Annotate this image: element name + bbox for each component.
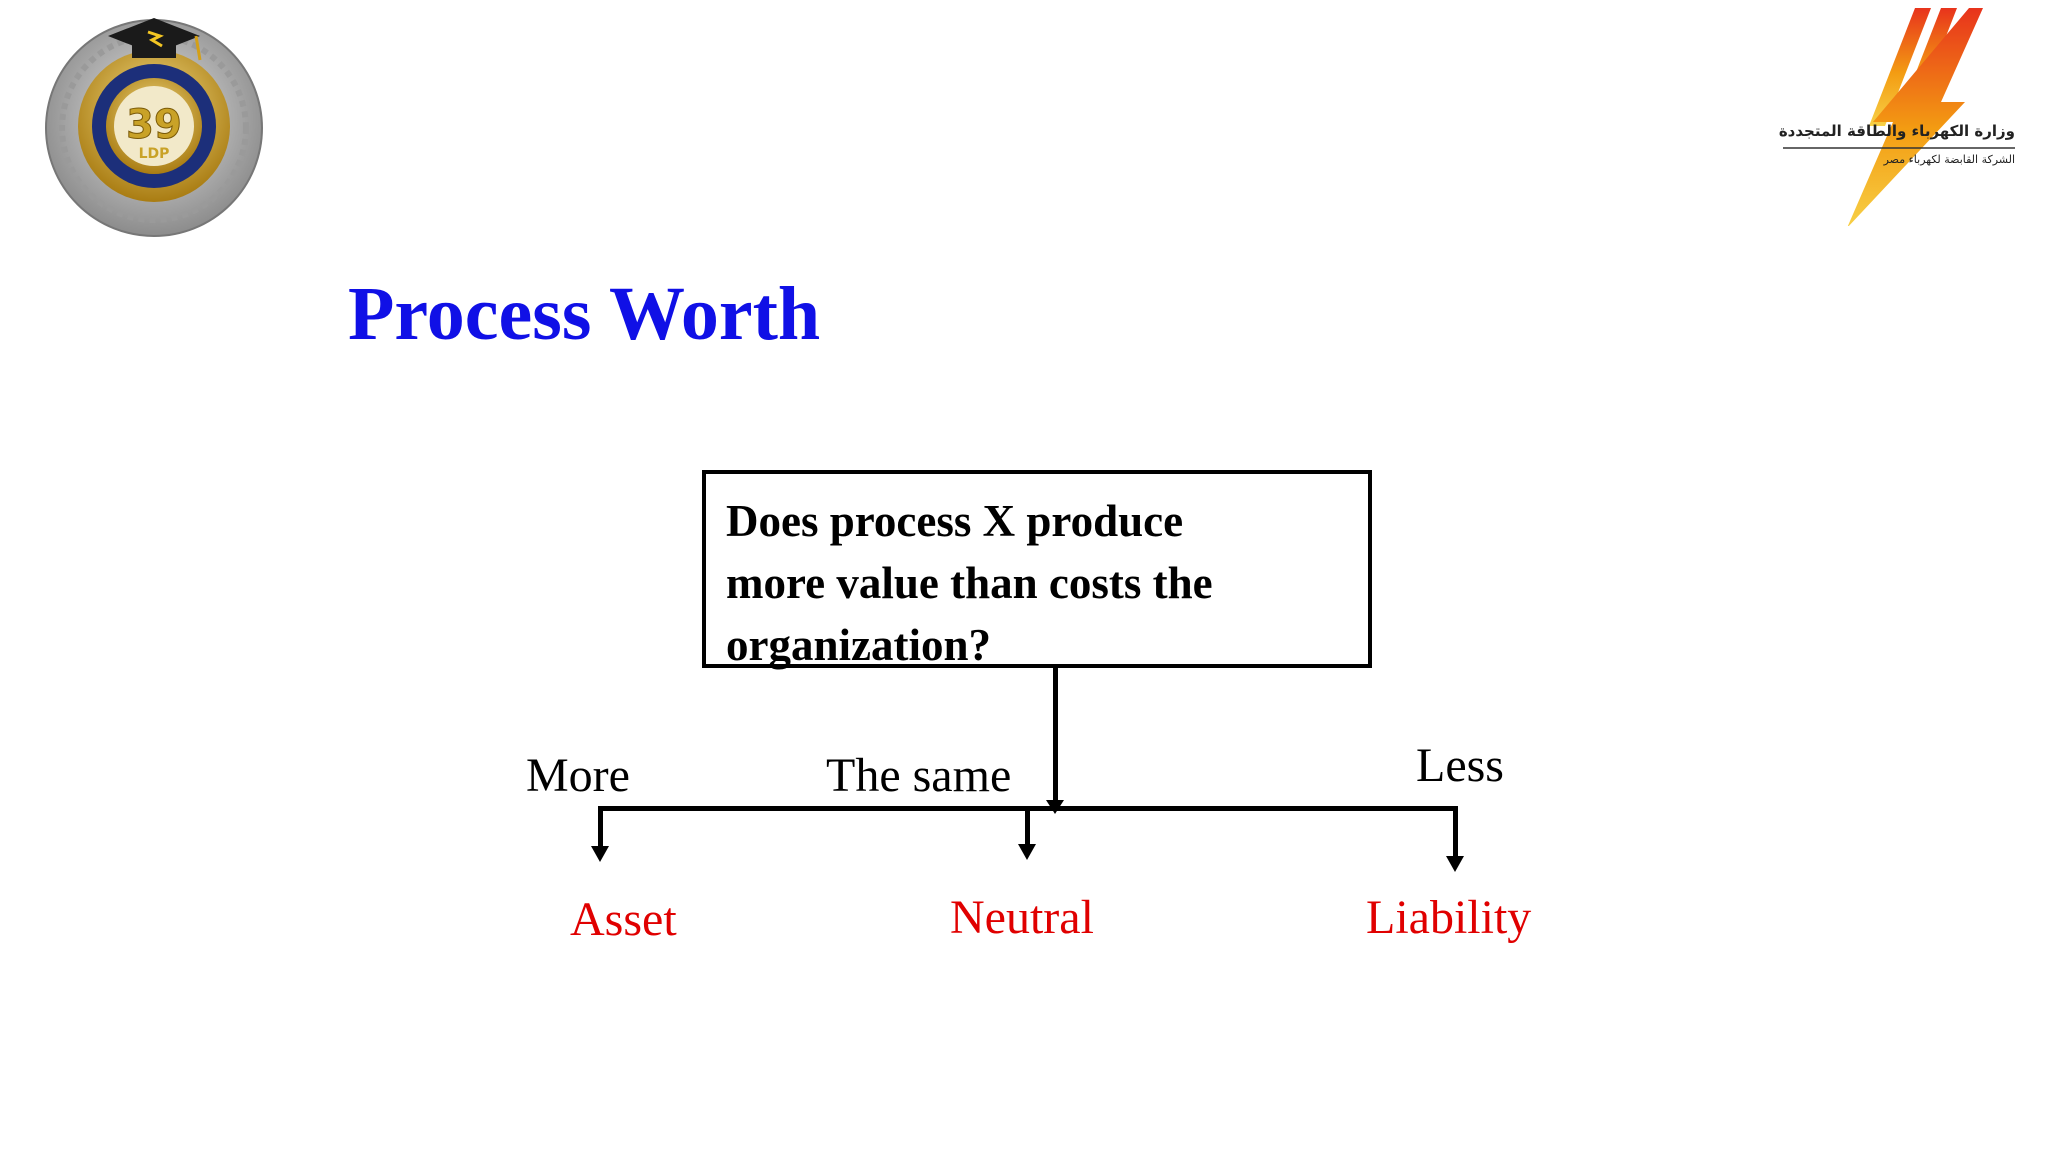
ldp-badge-icon: 39 LDP xyxy=(45,18,263,237)
branch-line-more xyxy=(598,806,603,850)
ldp-logo: 39 LDP xyxy=(36,6,276,242)
outcome-liability: Liability xyxy=(1366,891,1532,944)
question-box: Does process X produce more value than c… xyxy=(702,470,1372,670)
arrow-down-icon xyxy=(1446,856,1464,872)
ministry-logo: وزارة الكهرباء والطاقة المتجددة الشركة ا… xyxy=(1765,6,2015,226)
branch-line-less xyxy=(1453,806,1458,860)
company-name-text: الشركة القابضة لكهرباء مصر xyxy=(1883,153,2015,166)
question-text: Does process X produce more value than c… xyxy=(726,496,1213,670)
outcome-asset: Asset xyxy=(570,893,677,946)
badge-number: 39 xyxy=(126,102,182,148)
arrow-down-icon xyxy=(591,846,609,862)
lightning-bolt-icon xyxy=(1783,8,2015,226)
slide-title: Process Worth xyxy=(348,272,821,356)
branch-label-more: More xyxy=(526,749,630,802)
outcome-neutral: Neutral xyxy=(950,891,1094,944)
stem-line xyxy=(1053,668,1058,806)
branch-line-same xyxy=(1025,806,1030,848)
badge-text: LDP xyxy=(139,146,170,162)
branch-label-less: Less xyxy=(1416,739,1504,792)
branch-label-same: The same xyxy=(826,749,1012,802)
ministry-name-text: وزارة الكهرباء والطاقة المتجددة xyxy=(1778,122,2015,140)
arrow-down-icon xyxy=(1018,844,1036,860)
